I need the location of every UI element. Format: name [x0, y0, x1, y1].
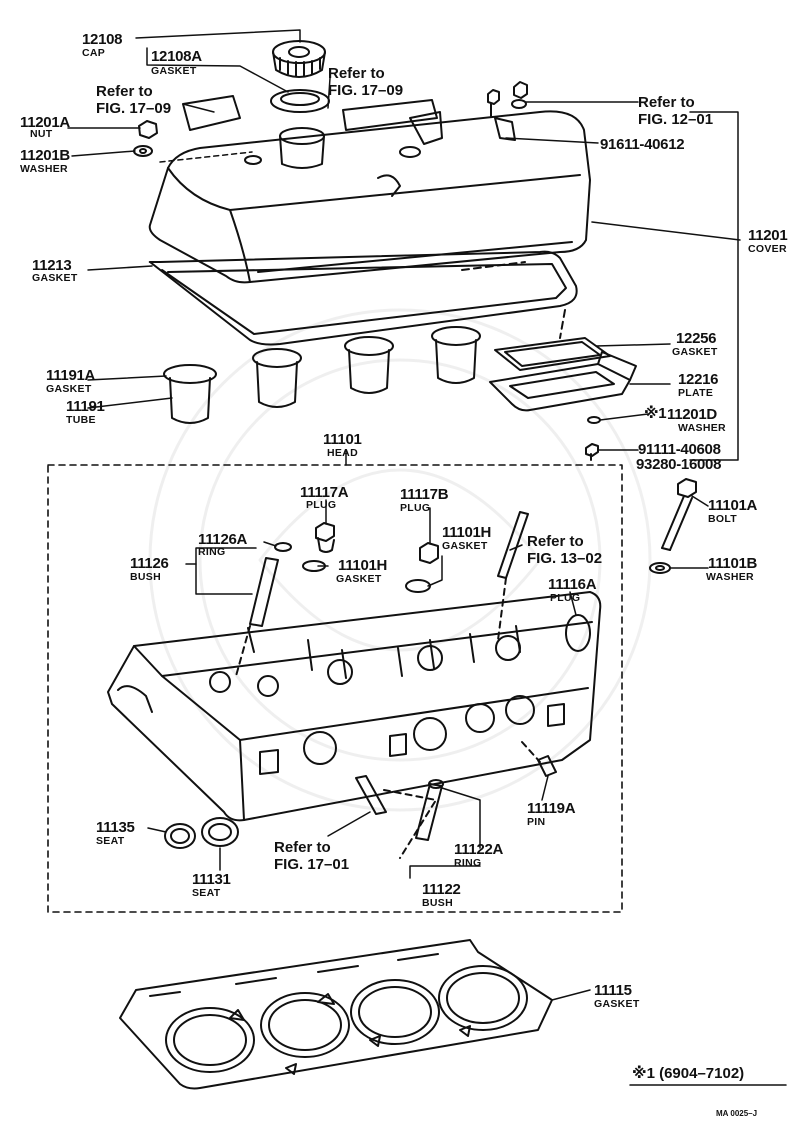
part-number: 11101A [708, 497, 758, 514]
part-number: 11117A [300, 484, 349, 501]
part-name: RING [198, 546, 226, 558]
part-number: 11119A [527, 800, 576, 817]
part-number: 11115 [594, 982, 632, 999]
breather-plate [489, 351, 637, 412]
part-name: HEAD [327, 447, 358, 459]
expansion-plug [565, 614, 591, 652]
part-name: SEAT [96, 835, 125, 847]
valve-seats [164, 817, 239, 849]
part-name: BUSH [422, 897, 453, 909]
refer-fig-17-09-left: Refer to FIG. 17–09 [96, 83, 172, 117]
part-name: WASHER [706, 571, 754, 583]
footnote: ※1 (6904–7102) [632, 1065, 745, 1082]
part-number: 12256 [676, 330, 717, 347]
part-name: PLUG [306, 499, 337, 511]
refer-fig-17-09-right: Refer to FIG. 17–09 [328, 65, 404, 99]
part-number: 11126 [130, 555, 169, 572]
head-stud-lower [355, 775, 387, 815]
part-name: PLUG [400, 502, 431, 514]
head-plugs [274, 522, 439, 593]
breather-gasket-right [342, 99, 438, 131]
part-number: 11191A [46, 367, 96, 384]
part-number: 11126A [198, 531, 248, 548]
small-screws [585, 416, 601, 461]
part-name: SEAT [192, 887, 221, 899]
footnote-mark: ※1 [644, 405, 667, 422]
refer-fig-12-01: Refer to FIG. 12–01 [638, 94, 714, 128]
part-number: 12108 [82, 31, 123, 48]
part-number: 11101B [708, 555, 758, 572]
part-number: 11213 [32, 257, 72, 274]
part-number: 91111-40608 [638, 441, 721, 458]
part-number: 11135 [96, 819, 135, 836]
cover-bolts [487, 81, 528, 117]
cap-gasket [270, 89, 330, 113]
part-number: 11101H [338, 557, 388, 574]
part-name: GASKET [672, 346, 718, 358]
part-number: 11201D [667, 406, 717, 423]
watermark [148, 308, 652, 812]
part-name: GASKET [442, 540, 488, 552]
part-number: 11191 [66, 398, 105, 415]
part-number: 11201A [20, 114, 70, 131]
head-washer [649, 562, 671, 574]
spark-plug-tubes [163, 326, 481, 424]
part-number: 11101 [323, 431, 362, 448]
cover-gasket [148, 250, 578, 346]
part-number: 91611-40612 [600, 136, 685, 153]
part-number: 11122 [422, 881, 461, 898]
dowel-pin [537, 755, 557, 777]
drawing-code: MA 0025–J [716, 1109, 758, 1118]
cylinder-head [107, 591, 602, 822]
part-number: 11201 [748, 227, 788, 244]
part-number: 11117B [400, 486, 449, 503]
part-number: 93280-16008 [636, 456, 722, 473]
oil-filler-cap [272, 40, 326, 78]
cylinder-head-gasket [119, 939, 553, 1090]
head-assembly-boundary [47, 464, 623, 913]
valve-guide-bush-a [249, 557, 279, 627]
part-name: GASKET [594, 998, 640, 1010]
part-name: GASKET [46, 383, 92, 395]
part-name: GASKET [32, 272, 78, 284]
part-name: COVER [748, 243, 787, 255]
part-number: 11116A [548, 576, 597, 593]
valve-guide-bush-b [415, 779, 444, 841]
part-name: WASHER [20, 163, 68, 175]
part-name: GASKET [336, 573, 382, 585]
part-number: 12216 [678, 371, 719, 388]
part-number: 12108A [151, 48, 202, 65]
breather-gasket-left [182, 95, 241, 131]
part-name: CAP [82, 47, 106, 59]
part-name: GASKET [151, 65, 197, 77]
dashed-guide-2 [235, 577, 541, 859]
valve-cover [148, 110, 591, 284]
part-name: NUT [30, 128, 53, 140]
part-name: RING [454, 857, 482, 869]
part-name: PLUG [550, 592, 581, 604]
head-bolt [661, 478, 697, 551]
leader-lines [67, 29, 741, 1001]
part-name: BOLT [708, 513, 737, 525]
refer-fig-13-02: Refer to FIG. 13–02 [527, 533, 603, 567]
part-name: WASHER [678, 422, 726, 434]
nut [138, 120, 158, 139]
stud [497, 511, 529, 579]
part-name: BUSH [130, 571, 161, 583]
part-name: TUBE [66, 414, 96, 426]
dashed-guide-1 [461, 261, 566, 339]
part-name: PIN [527, 816, 546, 828]
part-number: 11101H [442, 524, 492, 541]
washer [133, 145, 153, 157]
part-number: 11122A [454, 841, 504, 858]
part-name: PLATE [678, 387, 714, 399]
part-number: 11201B [20, 147, 70, 164]
refer-fig-17-01: Refer to FIG. 17–01 [274, 839, 350, 873]
part-number: 11131 [192, 871, 231, 888]
